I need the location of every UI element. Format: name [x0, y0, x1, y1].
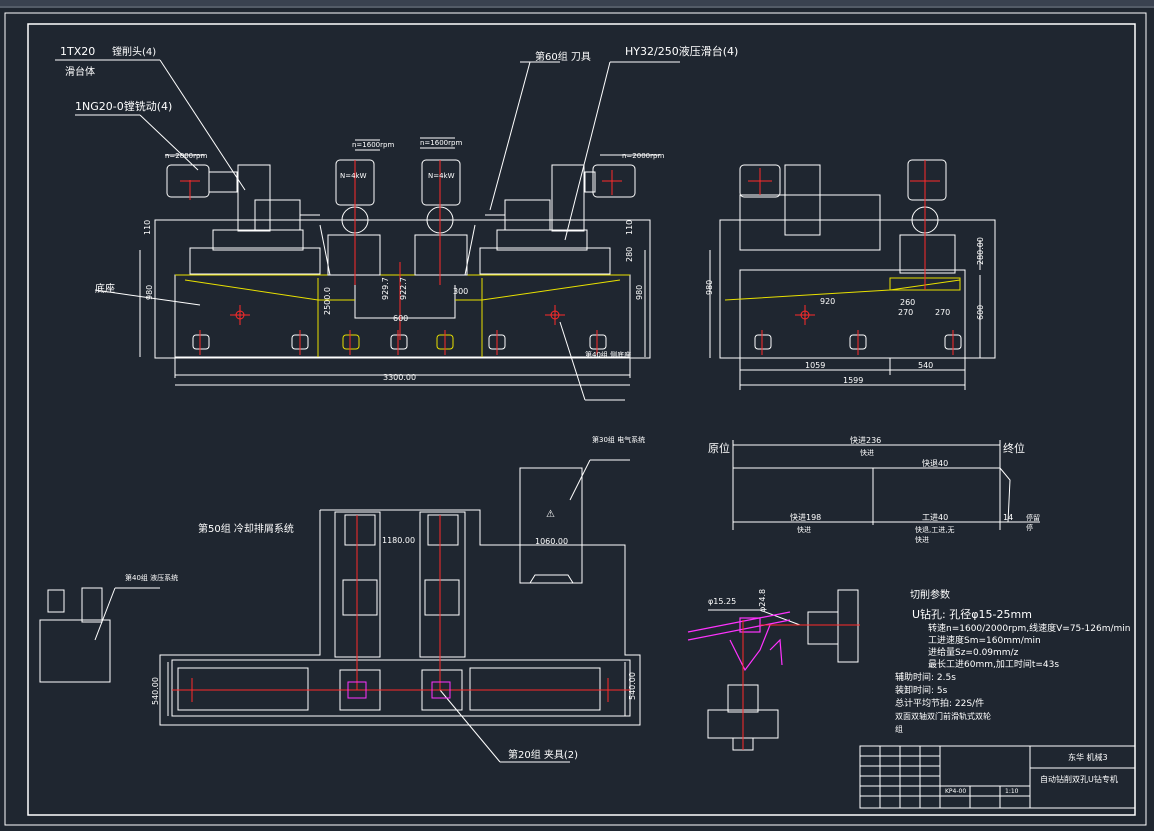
dim-110-left: 110 [143, 220, 152, 235]
speed-right: n=2000rpm [622, 152, 664, 160]
side-dim-600: 600 [976, 305, 985, 320]
cycle-sub-4: 停 [1026, 523, 1033, 532]
dim-980-right: 980 [635, 285, 644, 300]
cycle-sub-3: 快进 [915, 535, 929, 544]
side-dim-980: 980 [705, 280, 714, 295]
side-dim-270a: 270 [898, 308, 913, 317]
dim-3300: 3300.00 [383, 373, 416, 382]
dim-24: φ24.8 [758, 589, 767, 612]
outer-border [4, 12, 1147, 826]
cycle-work-40: 工进40 [922, 513, 948, 522]
params-line8: 总计平均节拍: 22S/件 [895, 697, 984, 709]
params-line4: 进给量Sz=0.09mm/z [928, 646, 1019, 658]
title-block [859, 745, 1136, 809]
label-power-head: 镗削头(4) [112, 45, 156, 58]
dim-2500: 2500.0 [323, 287, 332, 315]
params-title: 切削参数 [910, 588, 950, 601]
cycle-fast-return: 快退40 [922, 458, 948, 468]
label-1ng: 1NG20-0镗铣动(4) [75, 99, 172, 113]
label-hydraulic: 第40组 液压系统 [125, 573, 178, 582]
cycle-end: 终位 [1003, 441, 1025, 455]
cycle-fast-198: 快进198 [790, 512, 821, 522]
params-line9: 双面双轴双门前滑轨式双轮 [895, 711, 991, 721]
label-tool: 第60组 刀具 [535, 50, 591, 63]
top-view [39, 459, 641, 763]
title-school: 东华 机械3 [1068, 752, 1108, 762]
front-view-centerlines [180, 160, 622, 355]
dim-300: 300 [453, 287, 468, 296]
speed-left: n=2800rpm [165, 152, 207, 160]
title-small-2: 1:10 [1005, 788, 1019, 795]
dim-phi: φ15.25 [708, 597, 736, 606]
top-view-tools [347, 681, 451, 699]
cycle-origin: 原位 [708, 441, 730, 455]
cycle-sub-2: 快退,工进,无 [915, 525, 954, 534]
params-line2: 转速n=1600/2000rpm,线速度V=75-126m/min [928, 622, 1130, 634]
dim-922: 922.7 [399, 277, 408, 300]
label-base: 底座 [95, 282, 115, 295]
params-line3: 工进速度Sm=160mm/min [928, 634, 1041, 646]
dim-980-left: 980 [145, 285, 154, 300]
dim-110-right: 110 [625, 220, 634, 235]
params-line7: 装卸时间: 5s [895, 684, 948, 696]
dim-600: 600 [393, 314, 408, 323]
params-line6: 辅助时间: 2.5s [895, 671, 956, 683]
label-fixture: 第20组 夹具(2) [508, 748, 578, 761]
speed-mid2: n=1600rpm [420, 139, 462, 147]
label-1tx: 1TX20 [60, 45, 95, 58]
cycle-fast-label: 快进 [860, 448, 874, 457]
side-dim-1599: 1599 [843, 376, 863, 385]
side-dim-540: 540 [918, 361, 933, 370]
dim-540-left: 540.00 [151, 677, 160, 705]
top-view-centerlines [172, 515, 630, 702]
title-drawing: 自动钻削双孔U钻专机 [1040, 774, 1118, 784]
front-view [55, 59, 680, 401]
side-view-centerlines [748, 160, 954, 355]
cycle-stop-14: 14 [1003, 513, 1013, 522]
title-small-1: KP4-00 [945, 788, 966, 795]
top-strip [0, 0, 1154, 6]
side-dim-920: 920 [820, 297, 835, 306]
cycle-fast-forward: 快进236 [850, 435, 881, 445]
side-view [709, 159, 996, 390]
cycle-stop-label: 停留 [1026, 513, 1040, 522]
dim-1060: 1060.00 [535, 537, 568, 546]
params-line1: U钻孔: 孔径φ15-25mm [912, 607, 1032, 621]
label-slide: 滑台体 [65, 65, 95, 78]
warning-icon: ⚠ [546, 509, 555, 520]
side-dim-280: 280.00 [976, 237, 985, 265]
side-dim-1059: 1059 [805, 361, 825, 370]
cycle-diagram [732, 440, 1040, 530]
dim-540-right: 540.00 [628, 672, 637, 700]
speed-mid1: n=1600rpm [352, 141, 394, 149]
label-hy: HY32/250液压滑台(4) [625, 44, 738, 58]
power-1: N=4kW [340, 172, 367, 180]
tool-detail [707, 589, 859, 751]
dim-929: 929.7 [381, 277, 390, 300]
side-dim-260: 260 [900, 298, 915, 307]
label-coolant: 第50组 冷却排屑系统 [198, 522, 294, 535]
params-line5: 最长工进60mm,加工时间t=43s [928, 658, 1059, 670]
cycle-sub-1: 快进 [797, 525, 811, 534]
label-electric: 第30组 电气系统 [592, 435, 645, 444]
dim-280: 280 [625, 247, 634, 262]
label-side-base: 第40组 侧底座 [585, 350, 631, 359]
tool-detail-magenta [687, 611, 791, 672]
power-2: N=4kW [428, 172, 455, 180]
side-dim-270b: 270 [935, 308, 950, 317]
inner-border [27, 23, 1136, 816]
dim-1180: 1180.00 [382, 536, 415, 545]
tool-detail-centerlines [742, 620, 860, 750]
params-line10: 组 [895, 724, 903, 734]
